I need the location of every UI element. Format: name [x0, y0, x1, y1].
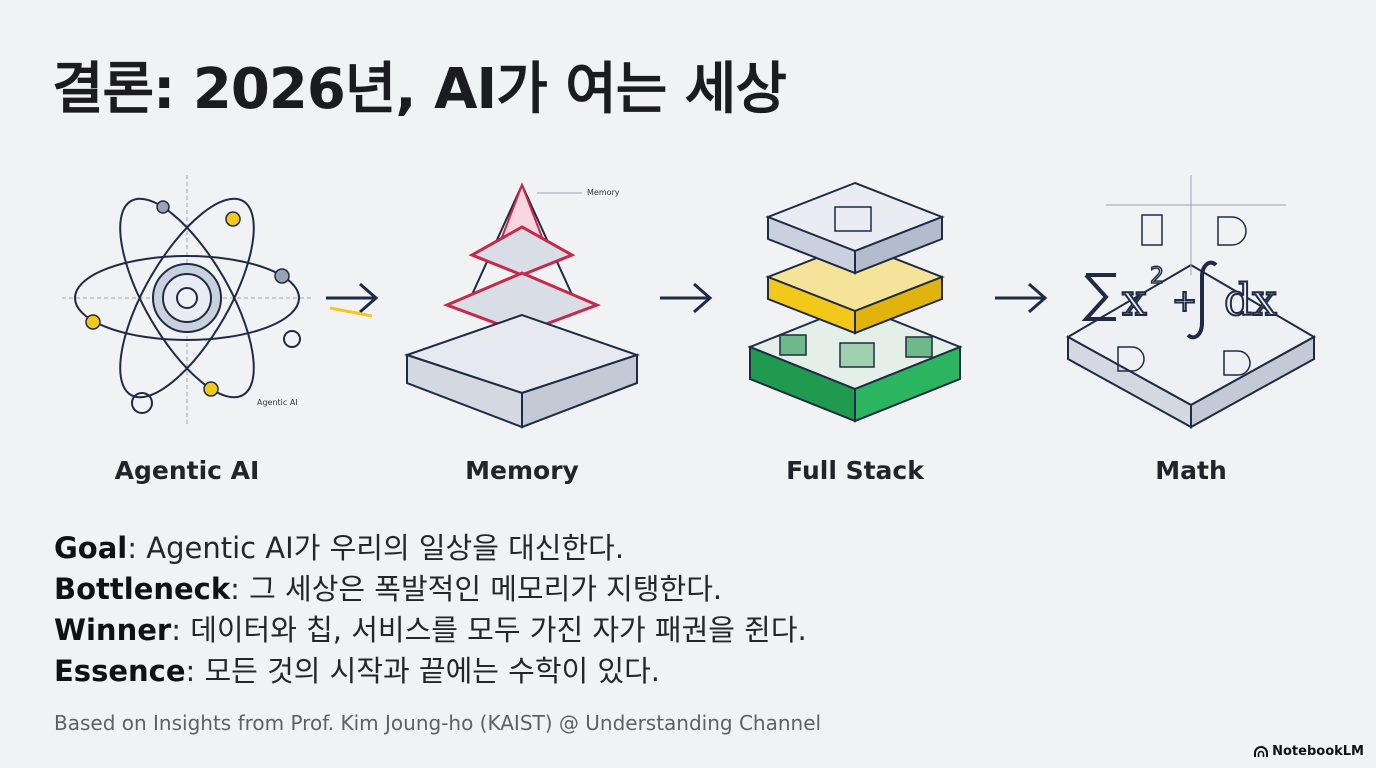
math-illustration: x 2 + dx [1046, 165, 1336, 440]
point-text: : Agentic AI가 우리의 일상을 대신한다. [127, 531, 625, 565]
point-key: Winner [54, 613, 172, 647]
point-winner: Winner: 데이터와 칩, 서비스를 모두 가진 자가 패권을 쥔다. [54, 610, 807, 651]
point-text: : 모든 것의 시작과 끝에는 수학이 있다. [185, 654, 661, 688]
key-points: Goal: Agentic AI가 우리의 일상을 대신한다. Bottlene… [54, 528, 807, 692]
svg-text:+: + [1172, 284, 1197, 319]
arrow-right-icon [326, 282, 379, 318]
source-credit: Based on Insights from Prof. Kim Joung-h… [54, 711, 822, 735]
svg-text:x: x [1122, 275, 1147, 326]
memory-tag: Memory [587, 188, 620, 197]
point-key: Bottleneck [54, 572, 231, 606]
arrow-right-icon [660, 282, 713, 314]
point-key: Essence [54, 654, 186, 688]
full-stack-illustration [710, 165, 1000, 440]
point-text: : 그 세상은 폭발적인 메모리가 지탱한다. [230, 572, 723, 606]
point-essence: Essence: 모든 것의 시작과 끝에는 수학이 있다. [54, 651, 807, 692]
point-bottleneck: Bottleneck: 그 세상은 폭발적인 메모리가 지탱한다. [54, 569, 807, 610]
point-key: Goal [54, 531, 128, 565]
memory-illustration: Memory [377, 165, 667, 440]
arrow-right-icon [995, 282, 1048, 314]
svg-text:dx: dx [1224, 275, 1277, 326]
point-text: : 데이터와 칩, 서비스를 모두 가진 자가 패권을 쥔다. [171, 613, 807, 647]
pyramid-chip-icon: Memory [403, 182, 641, 429]
brand-watermark: NotebookLM [1254, 744, 1364, 759]
stack-layers-icon [747, 181, 963, 423]
svg-text:2: 2 [1150, 264, 1164, 289]
pillar-label-agentic-ai: Agentic AI [114, 456, 260, 485]
page-title: 결론: 2026년, AI가 여는 세상 [52, 57, 787, 122]
math-formula-icon: x 2 + dx [1065, 175, 1317, 429]
point-goal: Goal: Agentic AI가 우리의 일상을 대신한다. [54, 528, 807, 569]
pillar-label-math: Math [1155, 456, 1227, 485]
pillar-label-full-stack: Full Stack [786, 456, 924, 485]
atom-gear-icon: Agentic AI [62, 175, 312, 425]
notebooklm-logo-icon [1254, 745, 1269, 757]
pillar-label-memory: Memory [465, 456, 579, 485]
agentic-ai-tag: Agentic AI [257, 398, 298, 407]
agentic-ai-illustration: Agentic AI [42, 165, 332, 440]
brand-name: NotebookLM [1272, 744, 1364, 759]
